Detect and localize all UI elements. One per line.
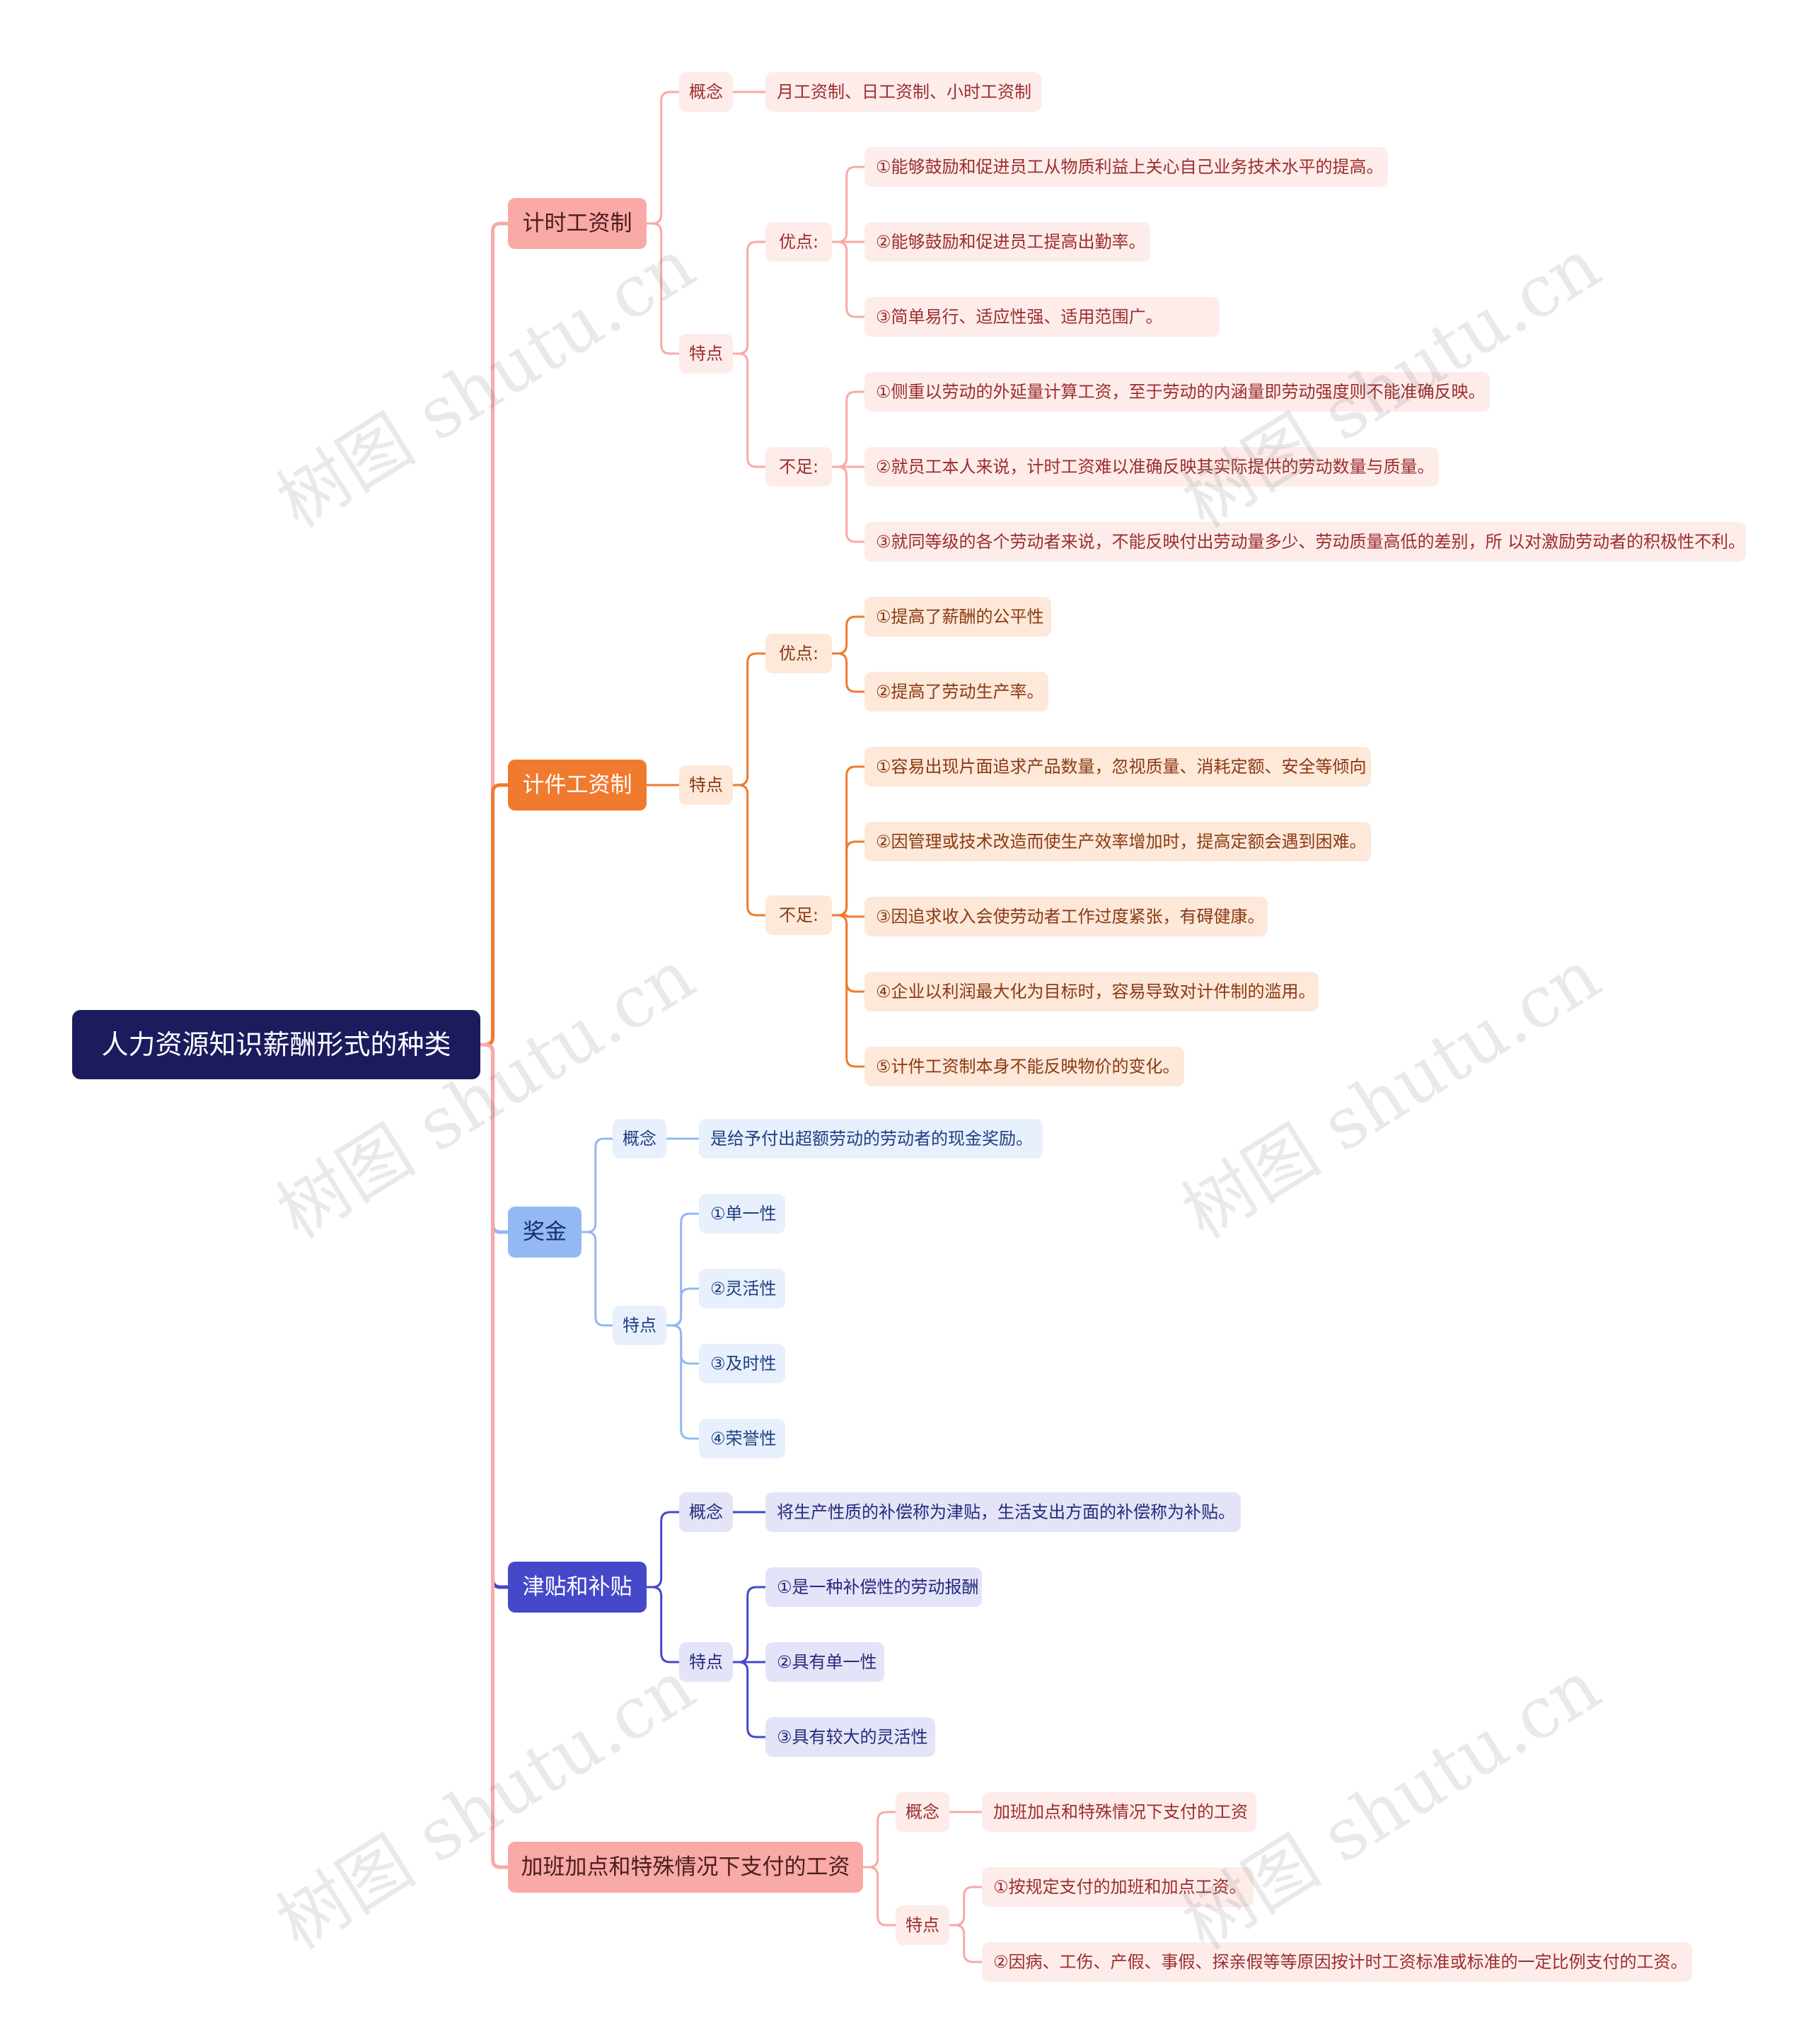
overtime-feature-item[interactable]: ②因病、工伤、产假、事假、探亲假等等原因按计时工资标准或标准的一定比例支付的工资…	[982, 1942, 1692, 1982]
bonus-concept-label[interactable]: 概念	[613, 1119, 666, 1159]
piece-wage-pros-label[interactable]: 优点:	[765, 634, 832, 673]
connector	[665, 1324, 700, 1365]
time-wage-feature-label[interactable]: 特点	[679, 334, 733, 373]
connector	[862, 1811, 897, 1869]
bonus-feature-item[interactable]: ④荣誉性	[699, 1419, 785, 1458]
piece-wage-pro-item[interactable]: ①提高了薪酬的公平性	[864, 597, 1051, 637]
piece-wage-con-item[interactable]: ③因追求收入会使劳动者工作过度紧张，有碍健康。	[864, 897, 1268, 936]
time-wage-pro-item[interactable]: ①能够鼓励和促进员工从物质利益上关心自己业务技术水平的提高。	[864, 147, 1388, 187]
connector	[831, 914, 866, 993]
time-wage-pros-label[interactable]: 优点:	[765, 222, 832, 262]
branch-piece-wage[interactable]: 计件工资制	[508, 760, 647, 811]
connector	[665, 1212, 700, 1327]
allowance-concept-text[interactable]: 将生产性质的补偿称为津贴，生活支出方面的补偿称为补贴。	[765, 1492, 1241, 1532]
connector	[831, 615, 866, 655]
connector	[645, 1586, 681, 1663]
connector	[665, 1287, 700, 1327]
overtime-feature-label[interactable]: 特点	[896, 1905, 949, 1945]
connector	[645, 91, 681, 225]
connector	[831, 914, 866, 1068]
bonus-concept-text[interactable]: 是给予付出超额劳动的劳动者的现金奖励。	[699, 1119, 1043, 1159]
connector	[665, 1324, 700, 1440]
time-wage-con-item[interactable]: ②就员工本人来说，计时工资难以准确反映其实际提供的劳动数量与质量。	[864, 447, 1439, 487]
overtime-concept-text[interactable]: 加班加点和特殊情况下支付的工资	[982, 1792, 1256, 1832]
bonus-feature-item[interactable]: ③及时性	[699, 1344, 785, 1383]
time-wage-pro-item[interactable]: ③简单易行、适应性强、适用范围广。	[864, 297, 1220, 337]
allowance-feature-label[interactable]: 特点	[679, 1642, 733, 1682]
time-wage-con-item[interactable]: ①侧重以劳动的外延量计算工资，至于劳动的内涵量即劳动强度则不能准确反映。	[864, 372, 1490, 412]
piece-wage-cons-label[interactable]: 不足:	[765, 895, 832, 935]
bonus-feature-item[interactable]: ②灵活性	[699, 1269, 785, 1308]
connector	[862, 1866, 897, 1927]
piece-wage-pro-item[interactable]: ②提高了劳动生产率。	[864, 672, 1048, 712]
allowance-feature-item[interactable]: ③具有较大的灵活性	[765, 1717, 935, 1757]
bonus-feature-item[interactable]: ①单一性	[699, 1194, 785, 1233]
connector	[831, 240, 866, 318]
bonus-feature-label[interactable]: 特点	[613, 1306, 666, 1345]
connector	[731, 784, 767, 917]
connector	[645, 222, 681, 355]
connector	[831, 465, 866, 543]
connector	[645, 1511, 681, 1589]
piece-wage-con-item[interactable]: ⑤计件工资制本身不能反映物价的变化。	[864, 1047, 1184, 1086]
connector	[731, 652, 767, 786]
piece-wage-feature-label[interactable]: 特点	[679, 765, 733, 805]
allowance-feature-item[interactable]: ②具有单一性	[765, 1642, 884, 1682]
piece-wage-con-item[interactable]: ①容易出现片面追求产品数量，忽视质量、消耗定额、安全等倾向	[864, 747, 1371, 786]
connector	[831, 652, 866, 693]
time-wage-con-item[interactable]: ③就同等级的各个劳动者来说，不能反映付出劳动量多少、劳动质量高低的差别，所 以对…	[864, 522, 1746, 562]
time-wage-cons-label[interactable]: 不足:	[765, 447, 832, 487]
branch-time-wage[interactable]: 计时工资制	[508, 198, 647, 249]
connector	[580, 1137, 614, 1233]
branch-overtime-special-pay[interactable]: 加班加点和特殊情况下支付的工资	[508, 1842, 863, 1893]
connector	[731, 1661, 767, 1738]
piece-wage-con-item[interactable]: ④企业以利润最大化为目标时，容易导致对计件制的滥用。	[864, 972, 1319, 1011]
piece-wage-con-item[interactable]: ②因管理或技术改造而使生产效率增加时，提高定额会遇到困难。	[864, 822, 1371, 861]
connector	[948, 1886, 983, 1927]
branch-bonus[interactable]: 奖金	[508, 1207, 582, 1258]
time-wage-concept-label[interactable]: 概念	[679, 72, 733, 112]
root-node[interactable]: 人力资源知识薪酬形式的种类	[72, 1010, 480, 1079]
connector	[731, 1586, 767, 1663]
connector	[831, 914, 866, 918]
overtime-concept-label[interactable]: 概念	[896, 1792, 949, 1832]
connector	[478, 1043, 510, 1869]
connector	[831, 840, 866, 917]
connector	[580, 1231, 614, 1327]
allowance-feature-item[interactable]: ①是一种补偿性的劳动报酬	[765, 1567, 982, 1607]
connector	[478, 783, 510, 1047]
connector	[731, 240, 767, 355]
connector	[731, 352, 767, 468]
branch-allowance-subsidy[interactable]: 津贴和补贴	[508, 1562, 647, 1613]
time-wage-pro-item[interactable]: ②能够鼓励和促进员工提高出勤率。	[864, 222, 1150, 262]
connector	[948, 1924, 983, 1963]
overtime-feature-item[interactable]: ①按规定支付的加班和加点工资。	[982, 1867, 1254, 1907]
connector	[831, 390, 866, 468]
connector	[831, 166, 866, 243]
allowance-concept-label[interactable]: 概念	[679, 1492, 733, 1532]
time-wage-concept-text[interactable]: 月工资制、日工资制、小时工资制	[765, 72, 1041, 112]
